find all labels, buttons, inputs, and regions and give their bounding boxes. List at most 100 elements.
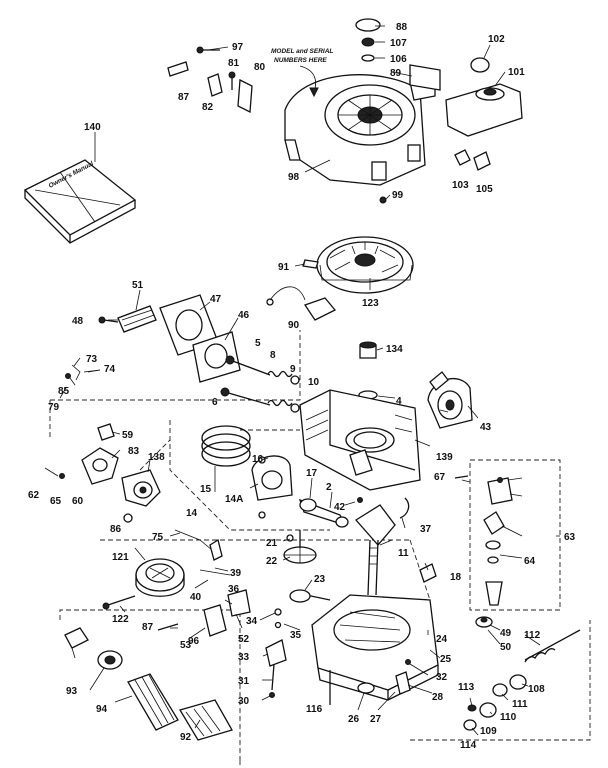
part-label: 116: [306, 704, 323, 715]
governor-gear-part: [283, 530, 317, 564]
part-label: 59: [122, 430, 134, 441]
part-label: 64: [524, 556, 536, 567]
part-label: 46: [238, 310, 250, 321]
oil-filter-parts: [64, 627, 233, 741]
part-label: 51: [132, 280, 144, 291]
part-label: 26: [348, 714, 360, 725]
recoil-starter-part: [427, 371, 473, 429]
part-label: 40: [190, 592, 202, 603]
part-label: 21: [266, 538, 278, 549]
part-label: 17: [306, 468, 318, 479]
bearing-sleeves-part: [358, 341, 378, 400]
part-label: 73: [86, 354, 98, 365]
part-label: 122: [112, 614, 129, 625]
part-label: 33: [238, 652, 250, 663]
linkage-parts: [65, 364, 101, 381]
intake-parts: [44, 423, 161, 523]
part-label: 39: [230, 568, 242, 579]
part-label: 10: [308, 377, 320, 388]
part-label: 8: [270, 350, 276, 361]
right-side-parts: [463, 616, 581, 731]
part-label: 62: [28, 490, 40, 501]
part-label: 81: [228, 58, 240, 69]
part-label: 14: [186, 508, 198, 519]
part-label: 36: [228, 584, 240, 595]
part-label: 112: [524, 630, 541, 641]
part-label: 60: [72, 496, 84, 507]
part-label: 121: [112, 552, 129, 563]
part-label: 140: [84, 122, 101, 133]
piston-parts: [201, 425, 293, 519]
sump-small-parts: [265, 608, 411, 705]
part-label: 138: [148, 452, 165, 463]
part-label: 15: [200, 484, 212, 495]
part-label: 103: [452, 180, 469, 191]
part-label: 139: [436, 452, 453, 463]
part-label: 85: [58, 386, 70, 397]
part-label: 30: [238, 696, 250, 707]
control-linkage-parts: [102, 529, 251, 637]
part-label: 34: [246, 616, 258, 627]
part-label: 114: [460, 740, 477, 751]
part-label: 9: [290, 364, 296, 375]
part-label: 96: [188, 636, 200, 647]
part-label: 107: [390, 38, 407, 49]
part-label: 23: [314, 574, 326, 585]
part-label: 93: [66, 686, 78, 697]
model-serial-note-line1: MODEL and SERIAL: [271, 48, 333, 55]
part-label: 86: [110, 524, 122, 535]
part-label: 80: [254, 62, 266, 73]
ignition-module-part: [266, 286, 337, 321]
part-label: 97: [232, 42, 244, 53]
part-label: 123: [362, 298, 379, 309]
part-label: 89: [390, 68, 402, 79]
part-label: 92: [180, 732, 192, 743]
part-label: 75: [152, 532, 164, 543]
part-label: 31: [238, 676, 250, 687]
part-label: 4: [396, 396, 402, 407]
part-label: 22: [266, 556, 278, 567]
part-label: 110: [500, 712, 517, 723]
part-label: 18: [450, 572, 462, 583]
part-label: 25: [440, 654, 452, 665]
part-label: 53: [180, 640, 192, 651]
oil-sump-part: [311, 594, 439, 701]
part-number-labels: 88 107 106 89 97 81 80 87 82 102 101 103…: [28, 22, 576, 751]
part-label: 6: [212, 397, 218, 408]
group-boundaries: [49, 330, 591, 768]
part-label: 5: [255, 338, 261, 349]
part-label: 63: [564, 532, 576, 543]
part-label: 134: [386, 344, 403, 355]
part-label: 87: [178, 92, 190, 103]
part-label: 28: [432, 692, 444, 703]
part-label: 74: [104, 364, 116, 375]
part-label: 87: [142, 622, 154, 633]
cylinder-block-part: [299, 389, 421, 491]
part-label: 65: [50, 496, 62, 507]
top-small-parts: [167, 46, 253, 114]
flywheel-part: [302, 236, 414, 294]
part-label: 47: [210, 294, 222, 305]
part-label: 37: [420, 524, 432, 535]
part-label: 49: [500, 628, 512, 639]
part-label: 102: [488, 34, 505, 45]
breather-parts: [454, 475, 513, 606]
part-label: 14A: [225, 494, 243, 505]
part-label: 88: [396, 22, 408, 33]
part-label: 43: [480, 422, 492, 433]
part-label: 106: [390, 54, 407, 65]
air-filter-part: [135, 558, 185, 597]
valve-parts: [220, 355, 300, 413]
blower-housing-part: MODEL and SERIAL NUMBERS HERE: [271, 48, 436, 186]
muffler-tank-part: [355, 18, 523, 204]
carburetor-parts: [98, 294, 241, 383]
part-label: 42: [334, 502, 346, 513]
part-label: 99: [392, 190, 404, 201]
part-label: 101: [508, 67, 525, 78]
part-label: 32: [436, 672, 448, 683]
part-label: 11: [398, 548, 409, 559]
part-label: 94: [96, 704, 108, 715]
part-label: 24: [436, 634, 448, 645]
part-label: 27: [370, 714, 382, 725]
